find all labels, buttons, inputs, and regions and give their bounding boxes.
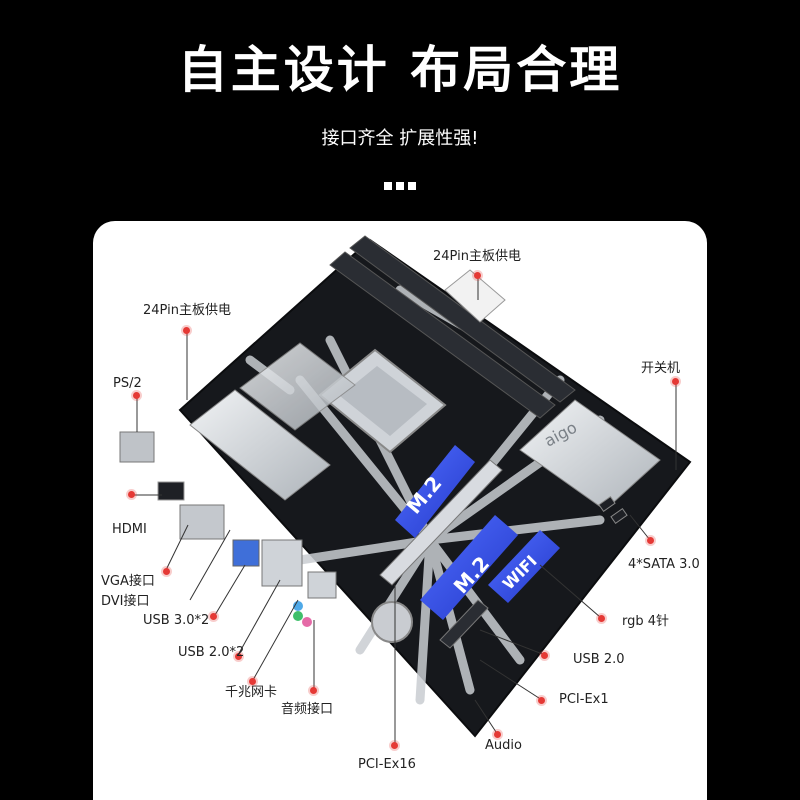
label-sata: 4*SATA 3.0 xyxy=(628,557,700,572)
vrm-heatsink-left xyxy=(189,389,331,501)
label-hdmi: HDMI xyxy=(112,522,147,537)
marker-pciex16 xyxy=(391,742,398,749)
marker-hdmi xyxy=(128,491,135,498)
m2-slot-1-heatsink xyxy=(395,445,475,538)
marker-audio-port xyxy=(310,687,317,694)
label-lan: 千兆网卡 xyxy=(225,685,278,700)
vga-dvi-port xyxy=(179,504,225,540)
rear-io-panel xyxy=(119,431,337,627)
pcie-x1-slot xyxy=(439,599,489,649)
marker-sata xyxy=(647,537,654,544)
ram-slots xyxy=(329,235,576,419)
audio-jack-green xyxy=(293,611,303,621)
label-vga: VGA接口 xyxy=(101,574,155,589)
chipset-heatsink xyxy=(519,399,661,511)
label-rgb: rgb 4针 xyxy=(622,614,670,629)
audio-jack-pink xyxy=(302,617,312,627)
marker-power-switch xyxy=(672,378,679,385)
marker-24pin-top xyxy=(474,272,481,279)
marker-ps2 xyxy=(133,392,140,399)
marker-usb20-rear xyxy=(235,653,242,660)
label-24pin-left: 24Pin主板供电 xyxy=(143,303,231,318)
label-ps2: PS/2 xyxy=(113,376,142,391)
label-pciex16: PCI-Ex16 xyxy=(358,757,416,772)
ps2-port xyxy=(119,431,155,463)
wifi-module xyxy=(488,530,560,603)
label-usb20-rear: USB 2.0*2 xyxy=(178,645,245,660)
label-24pin-top: 24Pin主板供电 xyxy=(433,249,521,264)
page-title: 自主设计 布局合理 xyxy=(177,41,623,99)
callout-leader-lines xyxy=(132,275,677,745)
label-pciex1: PCI-Ex1 xyxy=(559,692,609,707)
marker-pciex1 xyxy=(538,697,545,704)
marker-usb30 xyxy=(210,613,217,620)
marker-vga xyxy=(163,568,170,575)
usb2-port xyxy=(307,571,337,599)
marker-lan xyxy=(249,678,256,685)
m2-slot-2-heatsink xyxy=(420,515,518,620)
marker-usb20 xyxy=(541,652,548,659)
label-dvi: DVI接口 xyxy=(101,594,150,609)
pcie-x16-slot xyxy=(379,459,503,586)
cpu-socket-inner xyxy=(340,366,427,436)
label-usb20: USB 2.0 xyxy=(573,652,625,667)
label-audio-port: 音频接口 xyxy=(281,702,334,717)
marker-rgb xyxy=(598,615,605,622)
atx-24pin-connector xyxy=(444,269,506,323)
hdmi-port xyxy=(157,481,185,501)
label-audio: Audio xyxy=(485,738,522,753)
sata-ports xyxy=(598,496,628,524)
section-divider-dots xyxy=(384,182,416,190)
usb3-port xyxy=(232,539,260,567)
page-subtitle: 接口齐全 扩展性强! xyxy=(321,128,479,149)
lan-port xyxy=(261,539,303,587)
marker-24pin-left xyxy=(183,327,190,334)
label-power-switch: 开关机 xyxy=(641,361,681,376)
label-usb30: USB 3.0*2 xyxy=(143,613,210,628)
vrm-heatsink-top xyxy=(239,342,356,431)
marker-audio xyxy=(494,731,501,738)
cmos-battery xyxy=(371,601,413,643)
